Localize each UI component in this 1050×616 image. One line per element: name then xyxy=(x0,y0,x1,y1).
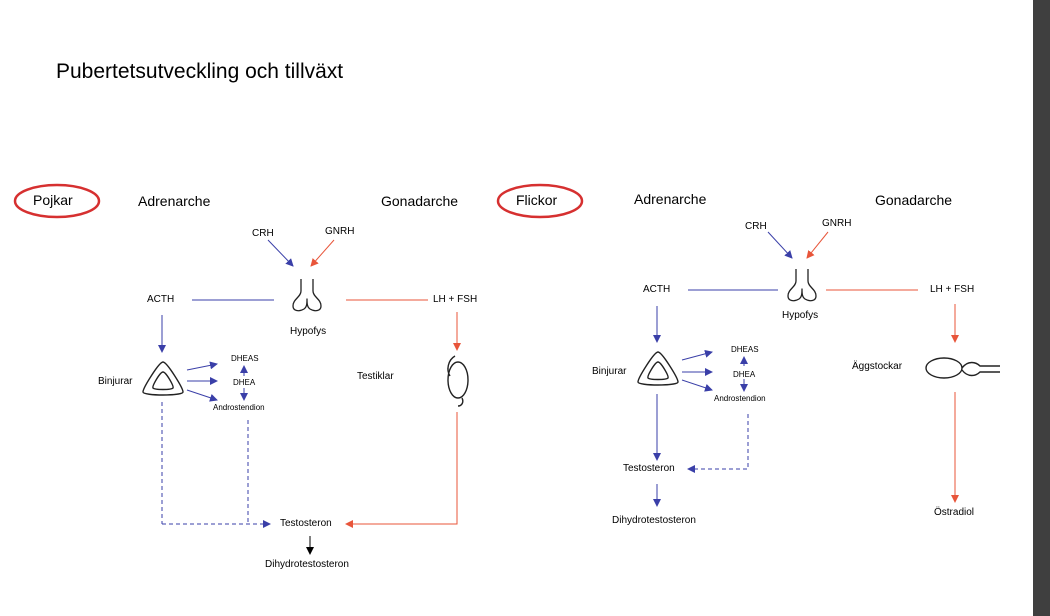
girls-androstendion-label: Androstendion xyxy=(714,394,766,403)
girls-lhfsh-label: LH + FSH xyxy=(930,284,975,295)
girls-gnrh-arrow xyxy=(806,231,829,259)
ostradiol-label: Östradiol xyxy=(934,507,975,518)
boys-dht-label: Dihydrotestosteron xyxy=(265,559,349,570)
boys-crh-label: CRH xyxy=(252,228,274,239)
boys-gnrh-label: GNRH xyxy=(325,226,355,237)
boys-to-androstendion-arrow xyxy=(186,389,218,402)
boys-adrenal-gland-icon xyxy=(142,361,184,396)
boys-hypofys-label: Hypofys xyxy=(290,326,327,337)
girls-androstendion-testosteron-dashed xyxy=(687,414,749,473)
girls-pituitary-icon xyxy=(787,269,817,302)
boys-testosteron-label: Testosteron xyxy=(280,518,332,529)
boys-arrows xyxy=(158,239,461,555)
boys-label: Pojkar xyxy=(33,192,73,208)
girls-arrows xyxy=(653,231,959,507)
boys-binjurar-label: Binjurar xyxy=(98,376,133,387)
girls-to-androstendion-arrow xyxy=(681,379,713,392)
vertical-scrollbar[interactable] xyxy=(1033,0,1050,616)
boys-pituitary-icon xyxy=(292,279,322,312)
girls-to-dheas-arrow xyxy=(681,349,713,361)
girls-dht-label: Dihydrotestosteron xyxy=(612,515,696,526)
boys-acth-label: ACTH xyxy=(147,294,175,305)
boys-gonadarche-heading: Gonadarche xyxy=(381,193,459,209)
girls-adrenarche-heading: Adrenarche xyxy=(634,191,707,207)
girls-gonadarche-heading: Gonadarche xyxy=(875,192,953,208)
girls-highlight-circle xyxy=(496,183,584,219)
girls-label: Flickor xyxy=(516,192,558,208)
testis-icon xyxy=(447,355,469,407)
girls-crh-arrow xyxy=(767,231,793,259)
girls-gnrh-label: GNRH xyxy=(822,218,852,229)
boys-to-dheas-arrow xyxy=(186,361,218,371)
boys-testiklar-testosteron-arrow xyxy=(345,412,458,528)
girls-binjurar-label: Binjurar xyxy=(592,366,627,377)
girls-crh-label: CRH xyxy=(745,221,767,232)
girls-acth-label: ACTH xyxy=(643,284,671,295)
boys-gnrh-arrow xyxy=(310,239,335,267)
boys-dheas-label: DHEAS xyxy=(231,354,259,363)
boys-highlight-circle xyxy=(13,183,101,219)
girls-dheas-label: DHEAS xyxy=(731,345,759,354)
boys-lhfsh-label: LH + FSH xyxy=(433,294,478,305)
boys-crh-arrow xyxy=(267,239,294,267)
girls-hypofys-label: Hypofys xyxy=(782,310,819,321)
boys-dhea-label: DHEA xyxy=(233,378,256,387)
girls-testosteron-label: Testosteron xyxy=(623,463,675,474)
girls-adrenal-gland-icon xyxy=(637,351,679,386)
ovary-icon xyxy=(925,357,1000,379)
aggstockar-label: Äggstockar xyxy=(852,361,903,372)
boys-androstendion-label: Androstendion xyxy=(213,403,265,412)
testiklar-label: Testiklar xyxy=(357,371,394,382)
girls-dhea-label: DHEA xyxy=(733,370,756,379)
slide-title: Pubertetsutveckling och tillväxt xyxy=(56,60,344,83)
boys-adrenarche-heading: Adrenarche xyxy=(138,193,211,209)
